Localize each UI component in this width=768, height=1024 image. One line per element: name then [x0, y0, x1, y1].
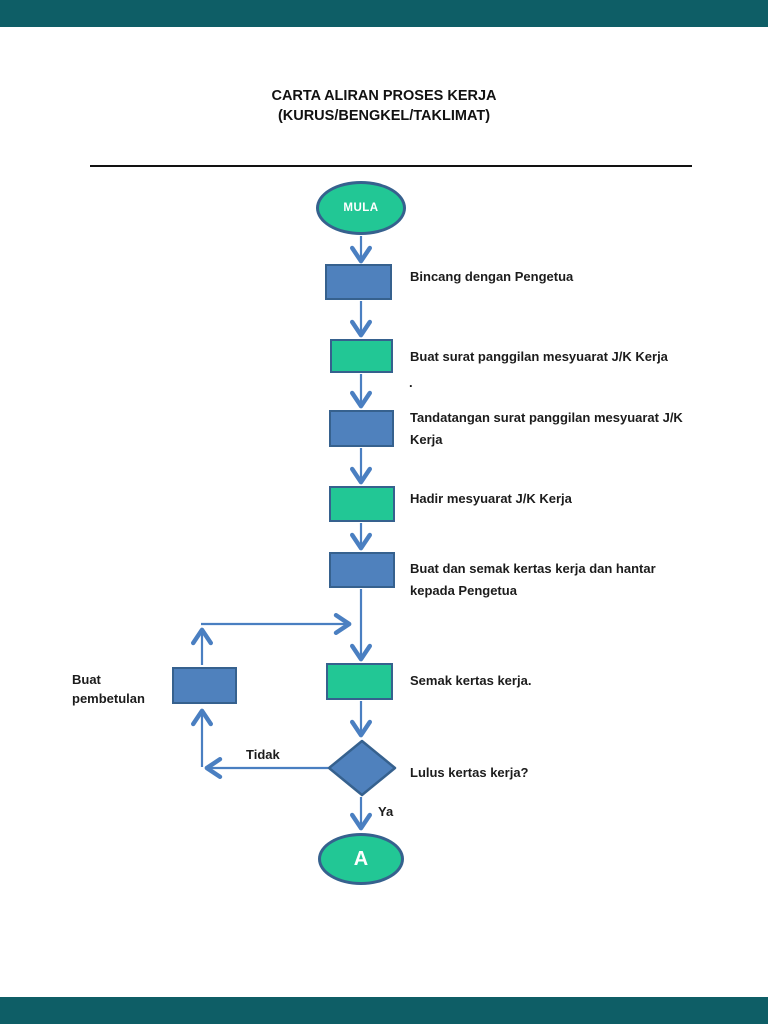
step-label-buat-semak: Buat dan semak kertas kerja dan hantar k… [410, 561, 656, 598]
page-title-line1: CARTA ALIRAN PROSES KERJA [271, 88, 497, 104]
end-terminator: A [318, 833, 404, 885]
start-terminator: MULA [316, 181, 406, 235]
viewer-bottom-bar [0, 997, 768, 1024]
stray-period: . [409, 375, 413, 390]
process-box-pembetulan [172, 667, 237, 704]
page-title: CARTA ALIRAN PROSES KERJA (KURUS/BENGKEL… [0, 86, 768, 126]
decision-label: Lulus kertas kerja? [410, 765, 529, 780]
process-box-buat-surat [330, 339, 393, 373]
process-box-buat-semak [329, 552, 395, 588]
step-label-tandatangan: Tandatangan surat panggilan mesyuarat J/… [410, 410, 683, 447]
page-title-line2: (KURUS/BENGKEL/TAKLIMAT) [277, 108, 491, 124]
process-box-bincang [325, 264, 392, 300]
step-label-buat-surat: Buat surat panggilan mesyuarat J/K Kerja [410, 349, 668, 364]
branch-yes-label: Ya [378, 804, 394, 819]
process-box-hadir [329, 486, 395, 522]
correction-label: Buat pembetulan [72, 672, 145, 706]
step-label-bincang: Bincang dengan Pengetua [410, 269, 574, 284]
process-box-semak [326, 663, 393, 700]
decision-diamond [327, 739, 397, 797]
step-label-hadir: Hadir mesyuarat J/K Kerja [410, 491, 572, 506]
end-terminator-label: A [353, 847, 369, 870]
step-label-semak: Semak kertas kerja. [410, 673, 532, 688]
process-box-tandatangan [329, 410, 394, 447]
title-divider-line [90, 165, 692, 167]
start-terminator-label: MULA [343, 202, 379, 214]
branch-no-label: Tidak [246, 747, 280, 762]
viewer-top-bar [0, 0, 768, 27]
